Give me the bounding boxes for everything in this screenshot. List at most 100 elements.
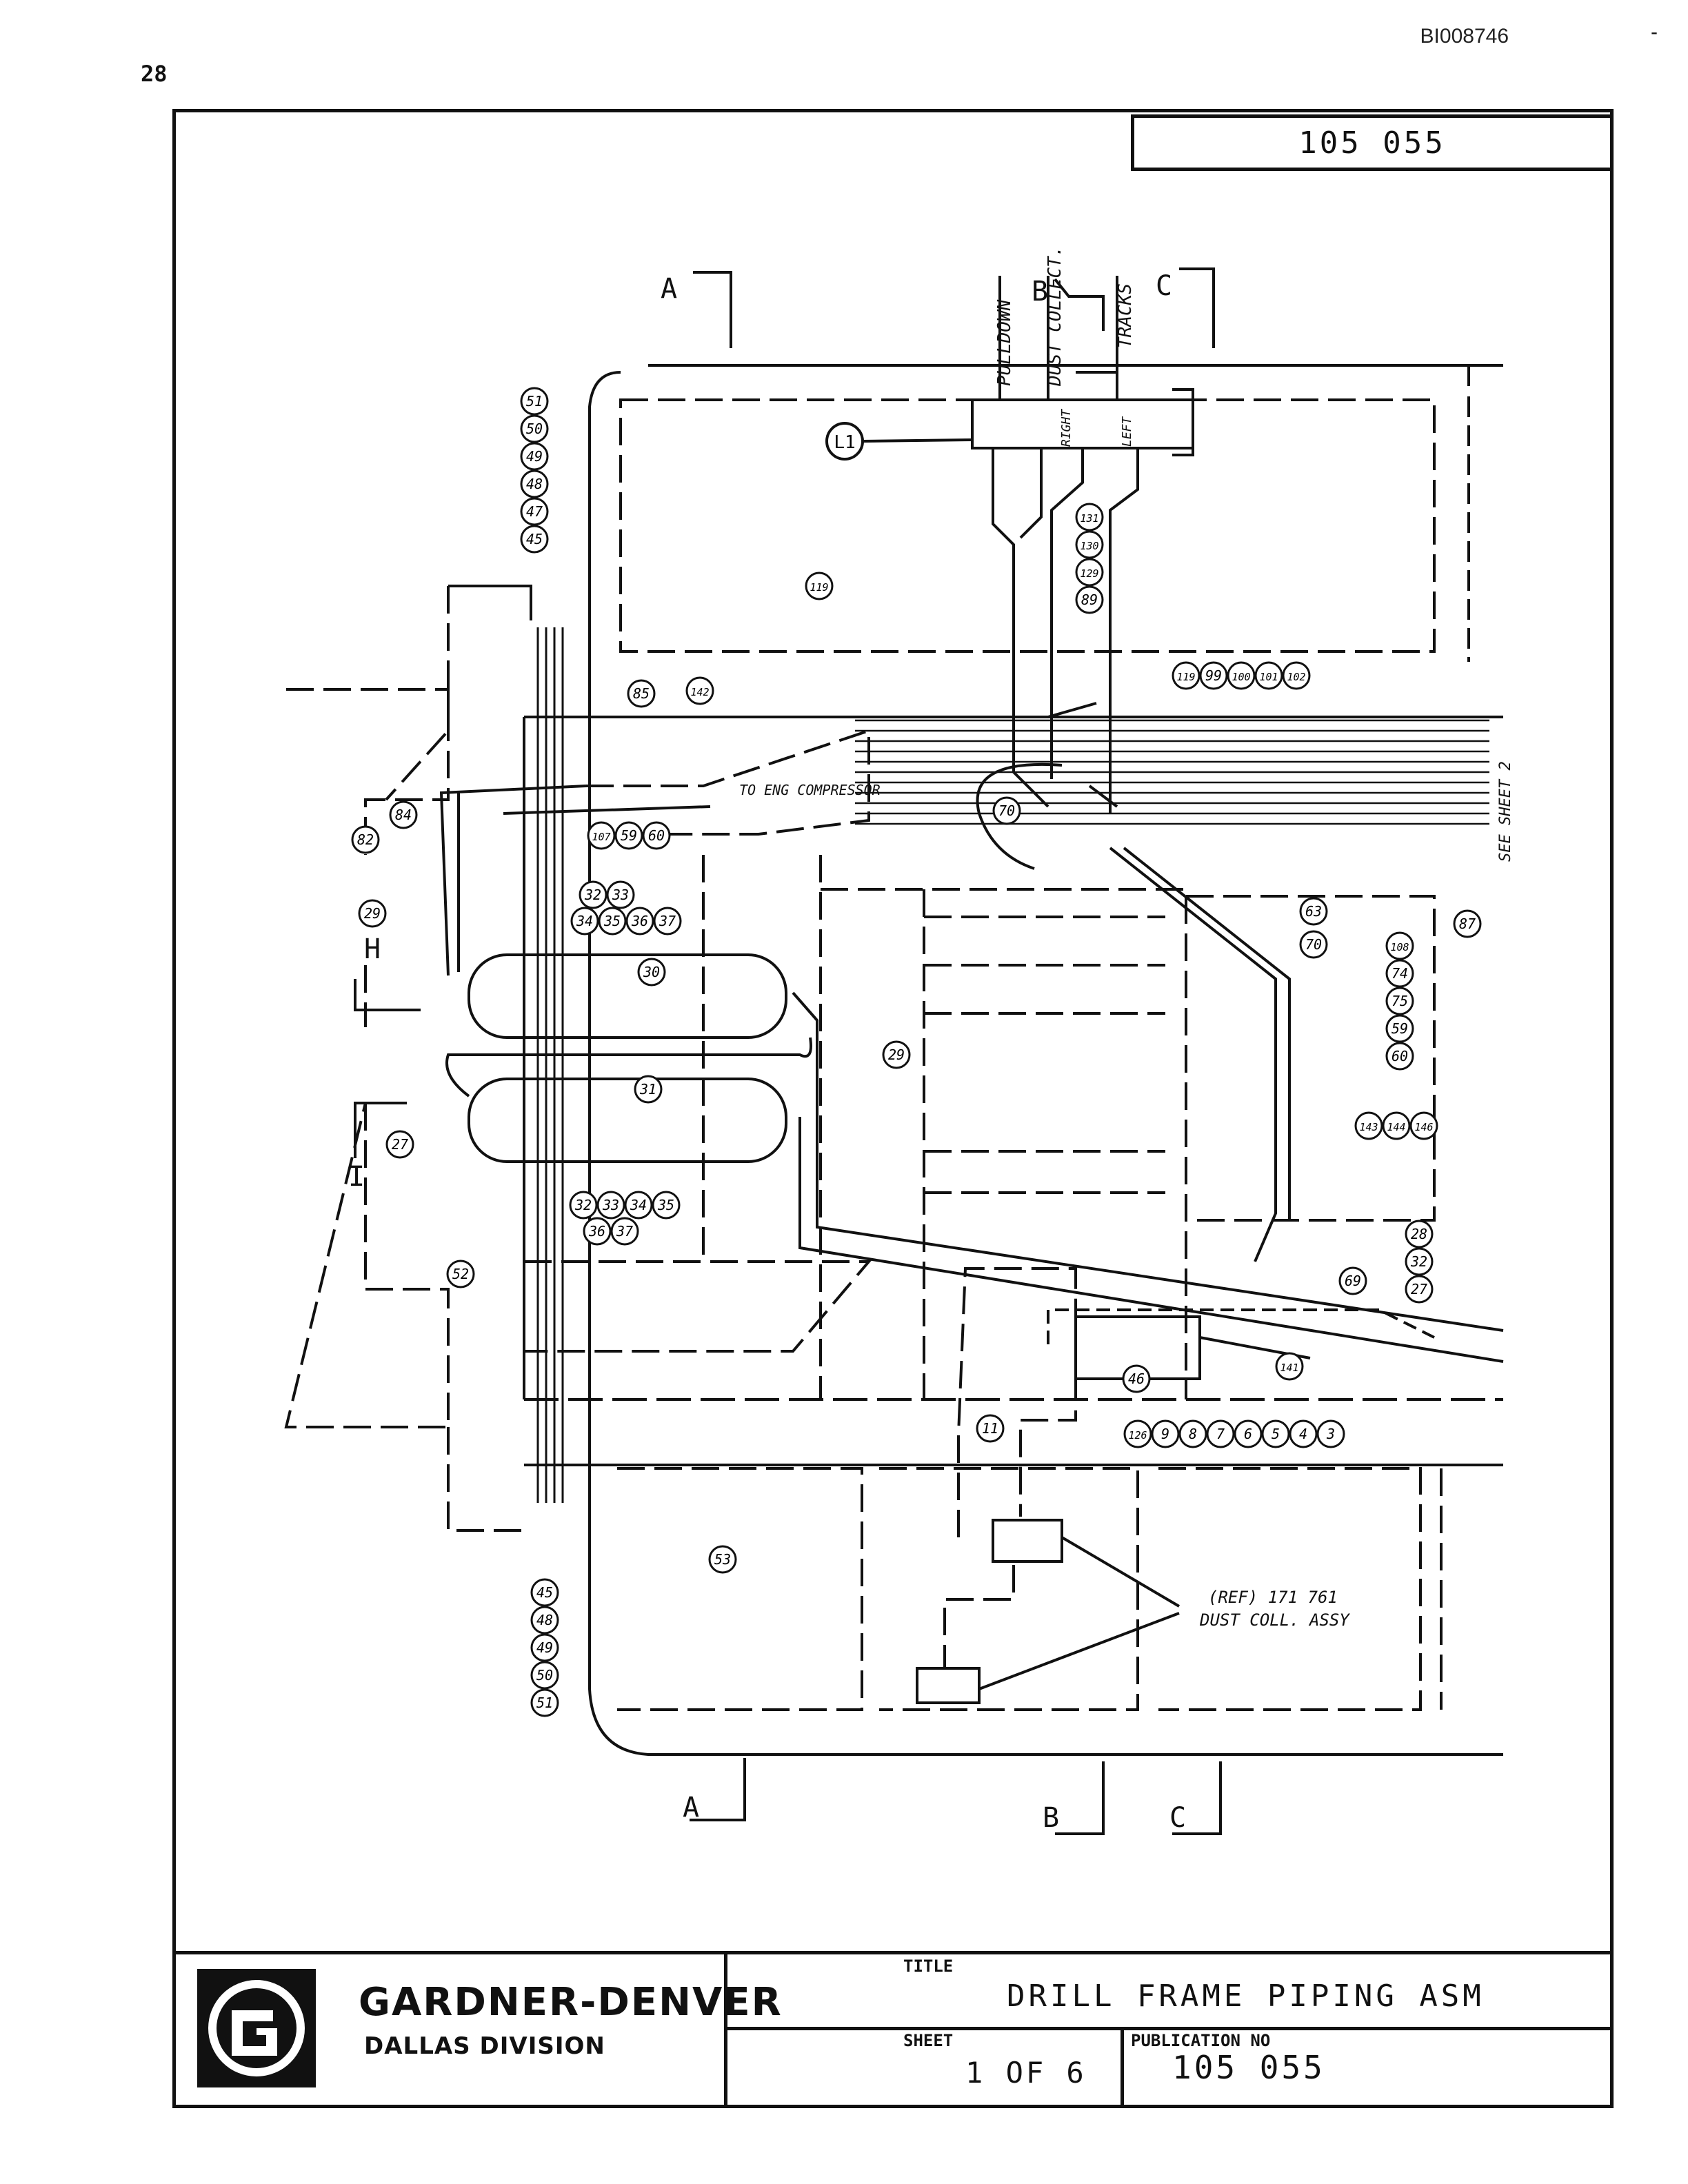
callout-single-15-text: 69 [1345, 1273, 1361, 1289]
callout-single-14: 87 [1453, 909, 1482, 938]
callout-top-row-3: 101 [1254, 661, 1283, 690]
valve-manifold-end [1172, 388, 1194, 456]
section-marker-b-bottom [1055, 1761, 1105, 1835]
callout-single-7: 29 [358, 899, 387, 928]
callout-mid-1-text: 130 [1080, 540, 1098, 552]
callout-left-top-0: 51 [520, 387, 549, 416]
callout-single-13: 70 [1299, 930, 1328, 959]
callout-single-4: 82 [351, 825, 380, 854]
callout-single-7-text: 29 [364, 905, 381, 922]
valve-line-4 [1109, 448, 1139, 813]
callout-single-10-text: 52 [452, 1266, 469, 1282]
label-pulldown: PULLDOWN [994, 299, 1015, 386]
section-a-top: A [661, 273, 677, 305]
callout-single-15: 69 [1338, 1266, 1367, 1295]
lower-box-a [617, 1467, 863, 1711]
callout-left-top-1-text: 50 [526, 421, 543, 437]
callout-single-3: 84 [389, 800, 418, 829]
section-marker-a-bottom [690, 1758, 746, 1821]
annotation-leaders [998, 276, 1118, 400]
document-code: BI008746 [1420, 25, 1509, 48]
callout-group-a2-1: 35 [598, 907, 627, 936]
hoses-143 [1088, 785, 1277, 1262]
label-see-sheet: SEE SHEET 2 [1497, 761, 1514, 862]
callout-top-row-1-text: 99 [1205, 667, 1222, 684]
callout-bottom-row-5: 5 [1261, 1419, 1290, 1448]
callout-r-side-2-text: 27 [1411, 1281, 1427, 1297]
callout-bottom-row-1: 9 [1151, 1419, 1180, 1448]
label-right: RIGHT [1059, 409, 1074, 447]
callout-single-2: 142 [685, 676, 714, 705]
view-i: I [348, 1161, 365, 1193]
section-a-bottom: A [683, 1792, 699, 1823]
callout-mid-2-text: 129 [1080, 567, 1098, 580]
callout-group-b1-0: 32 [569, 1191, 598, 1220]
callout-bottom-row-4: 6 [1234, 1419, 1263, 1448]
title-block [172, 1951, 1614, 2108]
callout-group-b1-1-text: 33 [602, 1197, 619, 1213]
callout-group-c-2: 60 [642, 821, 671, 850]
section-c-bottom: C [1169, 1802, 1186, 1834]
callout-r-side-1: 32 [1405, 1247, 1434, 1276]
callout-group-a2-0: 34 [570, 907, 599, 936]
callout-right-2: 75 [1385, 987, 1414, 1015]
callout-single-17: 46 [1122, 1364, 1151, 1393]
callout-group-d-2: 146 [1409, 1111, 1438, 1140]
section-marker-a-top [693, 271, 732, 348]
callout-left-bottom-2: 49 [530, 1633, 559, 1662]
callout-left-bottom-2-text: 49 [536, 1639, 553, 1656]
horizontal-pipe-bundle [855, 719, 1489, 825]
view-marker-h [354, 979, 421, 1011]
callout-single-16-text: 141 [1280, 1362, 1298, 1374]
valve-line-3 [1050, 448, 1084, 779]
hose-29-b [798, 1117, 1504, 1363]
callout-left-top-0-text: 51 [526, 393, 543, 410]
section-b-bottom: B [1043, 1802, 1059, 1834]
label-to-eng-compressor: TO ENG COMPRESSOR [739, 782, 881, 798]
callout-group-b1-3-text: 35 [657, 1197, 674, 1213]
callout-group-c-0-text: 107 [592, 831, 610, 843]
sheet-number: 1 OF 6 [965, 2056, 1087, 2090]
callout-bottom-row-4-text: 6 [1244, 1426, 1252, 1442]
callout-group-b2-0-text: 36 [588, 1223, 605, 1240]
callout-single-1: 85 [627, 679, 656, 708]
callout-single-0-text: 119 [810, 581, 828, 594]
callout-group-b1-2-text: 34 [630, 1197, 647, 1213]
callout-right-0: 108 [1385, 931, 1414, 960]
section-b-top: B [1032, 276, 1048, 307]
callout-single-8: 31 [634, 1075, 663, 1104]
hose-29-lower [792, 991, 1504, 1332]
callout-group-b2-1-text: 37 [616, 1223, 633, 1240]
title-label: TITLE [903, 1957, 954, 1976]
callout-left-bottom-3: 50 [530, 1661, 559, 1690]
callout-single-6-text: 30 [643, 964, 660, 980]
callout-single-9: 27 [385, 1130, 414, 1159]
callout-single-2-text: 142 [690, 686, 709, 698]
ref-leaders [978, 1536, 1180, 1690]
callout-single-10: 52 [446, 1260, 475, 1288]
callout-group-a1-0: 32 [579, 880, 607, 909]
company-name: GARDNER-DENVER [359, 1980, 783, 2025]
callout-single-12-text: 63 [1305, 903, 1322, 920]
callout-single-18: 11 [976, 1414, 1005, 1443]
publication-number-box: 105 055 [1131, 114, 1614, 171]
lower-box-b [879, 1467, 1139, 1711]
callout-bottom-row-5-text: 5 [1272, 1426, 1280, 1442]
section-marker-b-top [1054, 278, 1105, 331]
left-body [284, 688, 450, 1428]
section-c-top: C [1156, 270, 1172, 302]
callout-single-5: 29 [882, 1040, 911, 1069]
dust-coll-hose [1047, 1308, 1435, 1344]
callout-single-19-text: 53 [714, 1551, 731, 1568]
gardner-denver-logo [197, 1969, 316, 2087]
callout-right-3: 59 [1385, 1014, 1414, 1043]
vertical-pipe-bundle [536, 627, 564, 1503]
callout-l1-text: L1 [834, 432, 855, 453]
callout-single-16: 141 [1275, 1352, 1304, 1381]
callout-right-1: 74 [1385, 959, 1414, 988]
section-marker-c-top [1179, 267, 1215, 348]
dust-coll-valve [992, 1519, 1063, 1563]
label-dust-collect: DUST COLLECT. [1045, 246, 1065, 387]
callout-group-b1-2: 34 [624, 1191, 653, 1220]
callout-left-bottom-0: 45 [530, 1578, 559, 1607]
